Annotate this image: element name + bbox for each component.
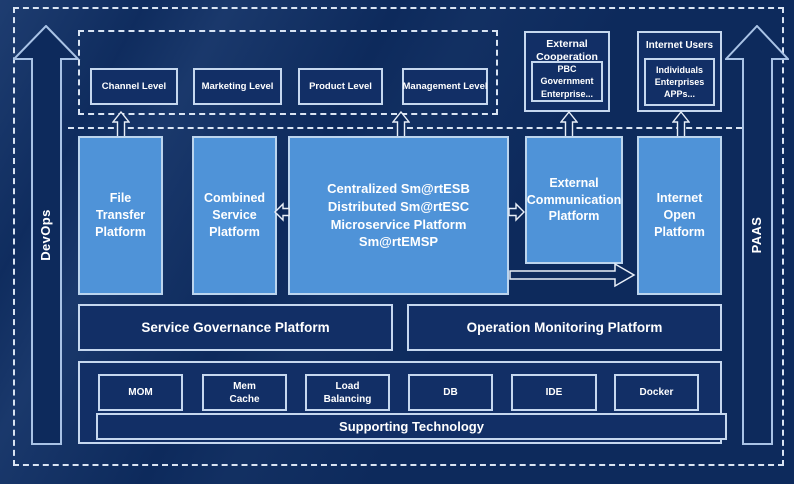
levels-band xyxy=(78,30,498,115)
internet-users-title: Internet Users xyxy=(645,40,714,51)
tech-box-load-balancing: Load Balancing xyxy=(305,374,390,411)
paas-up-arrow-icon xyxy=(725,25,789,445)
paas-rail-label: PAAS xyxy=(749,216,764,254)
left-arrow-icon xyxy=(274,202,290,222)
external-cooperation-box: External Cooperation PBC Government Ente… xyxy=(524,31,610,112)
up-arrow-icon xyxy=(112,111,130,138)
tech-label: Docker xyxy=(639,387,674,398)
platform-label: Internet Open Platform xyxy=(654,191,705,239)
tech-label: DB xyxy=(443,387,458,398)
tech-box-mem-cache: Mem Cache xyxy=(202,374,287,411)
external-cooperation-members: PBC Government Enterprise... xyxy=(540,64,594,99)
tech-box-mom: MOM xyxy=(98,374,183,411)
level-box-product: Product Level xyxy=(298,68,383,105)
internet-users-members: Individuals Enterprises APPs... xyxy=(654,64,705,100)
tech-label: Mem Cache xyxy=(229,380,260,405)
file-transfer-platform-box: File Transfer Platform xyxy=(78,136,163,295)
internet-users-members-box: Individuals Enterprises APPs... xyxy=(644,58,715,106)
outer-boundary xyxy=(13,7,784,466)
tech-label: IDE xyxy=(545,387,563,398)
devops-up-arrow-icon xyxy=(13,25,81,445)
service-governance-label: Service Governance Platform xyxy=(141,320,330,335)
external-cooperation-members-box: PBC Government Enterprise... xyxy=(531,61,603,102)
tech-box-ide: IDE xyxy=(511,374,597,411)
platform-label: Combined Service Platform xyxy=(203,191,266,239)
combined-service-platform-box: Combined Service Platform xyxy=(192,136,277,295)
service-governance-platform-box: Service Governance Platform xyxy=(78,304,393,351)
internet-users-box: Internet Users Individuals Enterprises A… xyxy=(637,31,722,112)
tech-label: MOM xyxy=(128,387,153,398)
up-arrow-icon xyxy=(672,111,690,138)
level-label: Product Level xyxy=(309,81,372,92)
platform-label: File Transfer Platform xyxy=(95,191,146,239)
level-label: Management Level xyxy=(402,81,488,92)
tech-box-docker: Docker xyxy=(614,374,699,411)
core-esb-platform-box: Centralized Sm@rtESB Distributed Sm@rtES… xyxy=(288,136,509,295)
level-label: Channel Level xyxy=(101,81,167,92)
operation-monitoring-label: Operation Monitoring Platform xyxy=(466,320,663,335)
up-arrow-icon xyxy=(560,111,578,138)
level-label: Marketing Level xyxy=(201,81,274,92)
operation-monitoring-platform-box: Operation Monitoring Platform xyxy=(407,304,722,351)
external-communication-platform-box: External Communication Platform xyxy=(525,136,623,264)
supporting-technology-label: Supporting Technology xyxy=(339,419,484,434)
level-box-channel: Channel Level xyxy=(90,68,178,105)
internet-open-platform-box: Internet Open Platform xyxy=(637,136,722,295)
up-arrow-icon xyxy=(392,111,410,138)
right-arrow-icon xyxy=(508,202,525,222)
level-box-management: Management Level xyxy=(402,68,488,105)
level-box-marketing: Marketing Level xyxy=(193,68,282,105)
tech-label: Load Balancing xyxy=(323,380,372,405)
supporting-technology-bar: Supporting Technology xyxy=(96,413,727,440)
tech-box-db: DB xyxy=(408,374,493,411)
long-right-arrow-icon xyxy=(509,262,636,288)
platform-label: Centralized Sm@rtESB Distributed Sm@rtES… xyxy=(327,181,470,250)
devops-rail-label: DevOps xyxy=(38,209,53,261)
external-cooperation-title: External Cooperation xyxy=(536,38,598,64)
platform-label: External Communication Platform xyxy=(526,175,622,224)
